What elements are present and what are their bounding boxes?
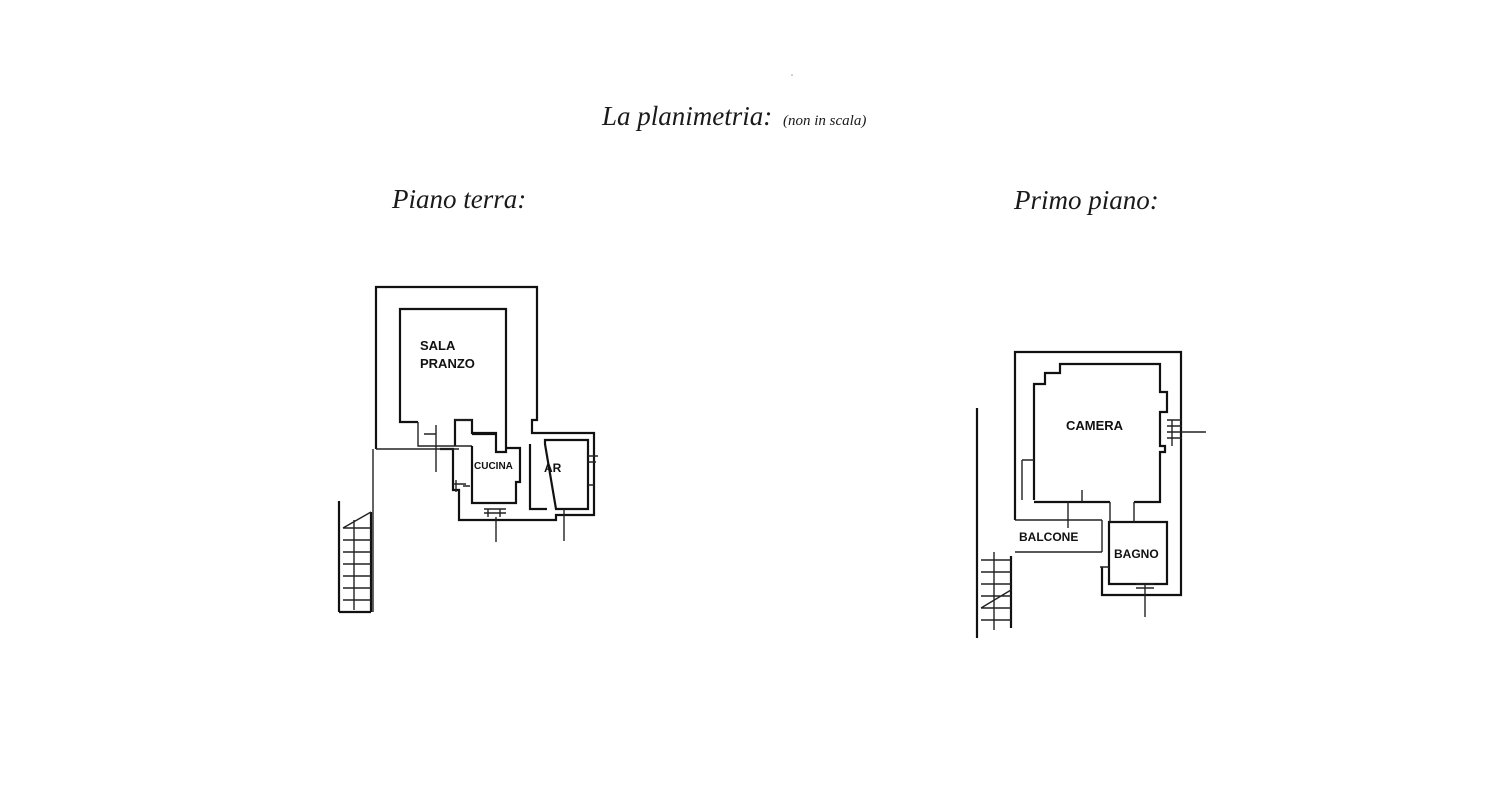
balcone-boundary: [1015, 519, 1103, 553]
ground-floor-title: Piano terra:: [392, 184, 527, 214]
page-title-text: La planimetria:: [602, 101, 773, 131]
room-label-cucina: CUCINA: [474, 461, 513, 472]
page-title: La planimetria: (non in scala): [602, 101, 866, 132]
room-label-balcone: BALCONE: [1019, 530, 1078, 544]
cucina-walls: [470, 432, 522, 505]
first-floor-title: Primo piano:: [1014, 185, 1159, 215]
ar-fixtures: [563, 455, 598, 541]
camera-walls: [1032, 362, 1169, 504]
ar-walls: [528, 438, 590, 511]
bagno-fixtures: [1100, 502, 1154, 617]
room-label-pranzo: PRANZO: [420, 356, 475, 371]
first-outer-wall: [1013, 350, 1183, 597]
ground-floor-plan: [337, 285, 598, 614]
room-label-ar: AR: [544, 461, 562, 475]
first-floor-plan: [975, 350, 1206, 638]
room-label-sala: SALA: [420, 338, 456, 353]
scan-speck: [791, 74, 793, 76]
ground-outer-wall: [374, 285, 596, 522]
ground-boundary-line: [372, 448, 459, 612]
room-label-bagno: BAGNO: [1114, 547, 1159, 561]
sala-door-marks: [417, 419, 472, 472]
bagno-walls: [1107, 520, 1169, 586]
scale-note: (non in scala): [783, 113, 867, 129]
ground-staircase: [337, 501, 373, 614]
camera-fixtures: [1021, 419, 1206, 528]
cucina-fixtures: [453, 480, 506, 542]
room-label-camera: CAMERA: [1066, 418, 1124, 433]
first-staircase: [975, 408, 1013, 638]
sala-pranzo-walls: [398, 307, 508, 454]
